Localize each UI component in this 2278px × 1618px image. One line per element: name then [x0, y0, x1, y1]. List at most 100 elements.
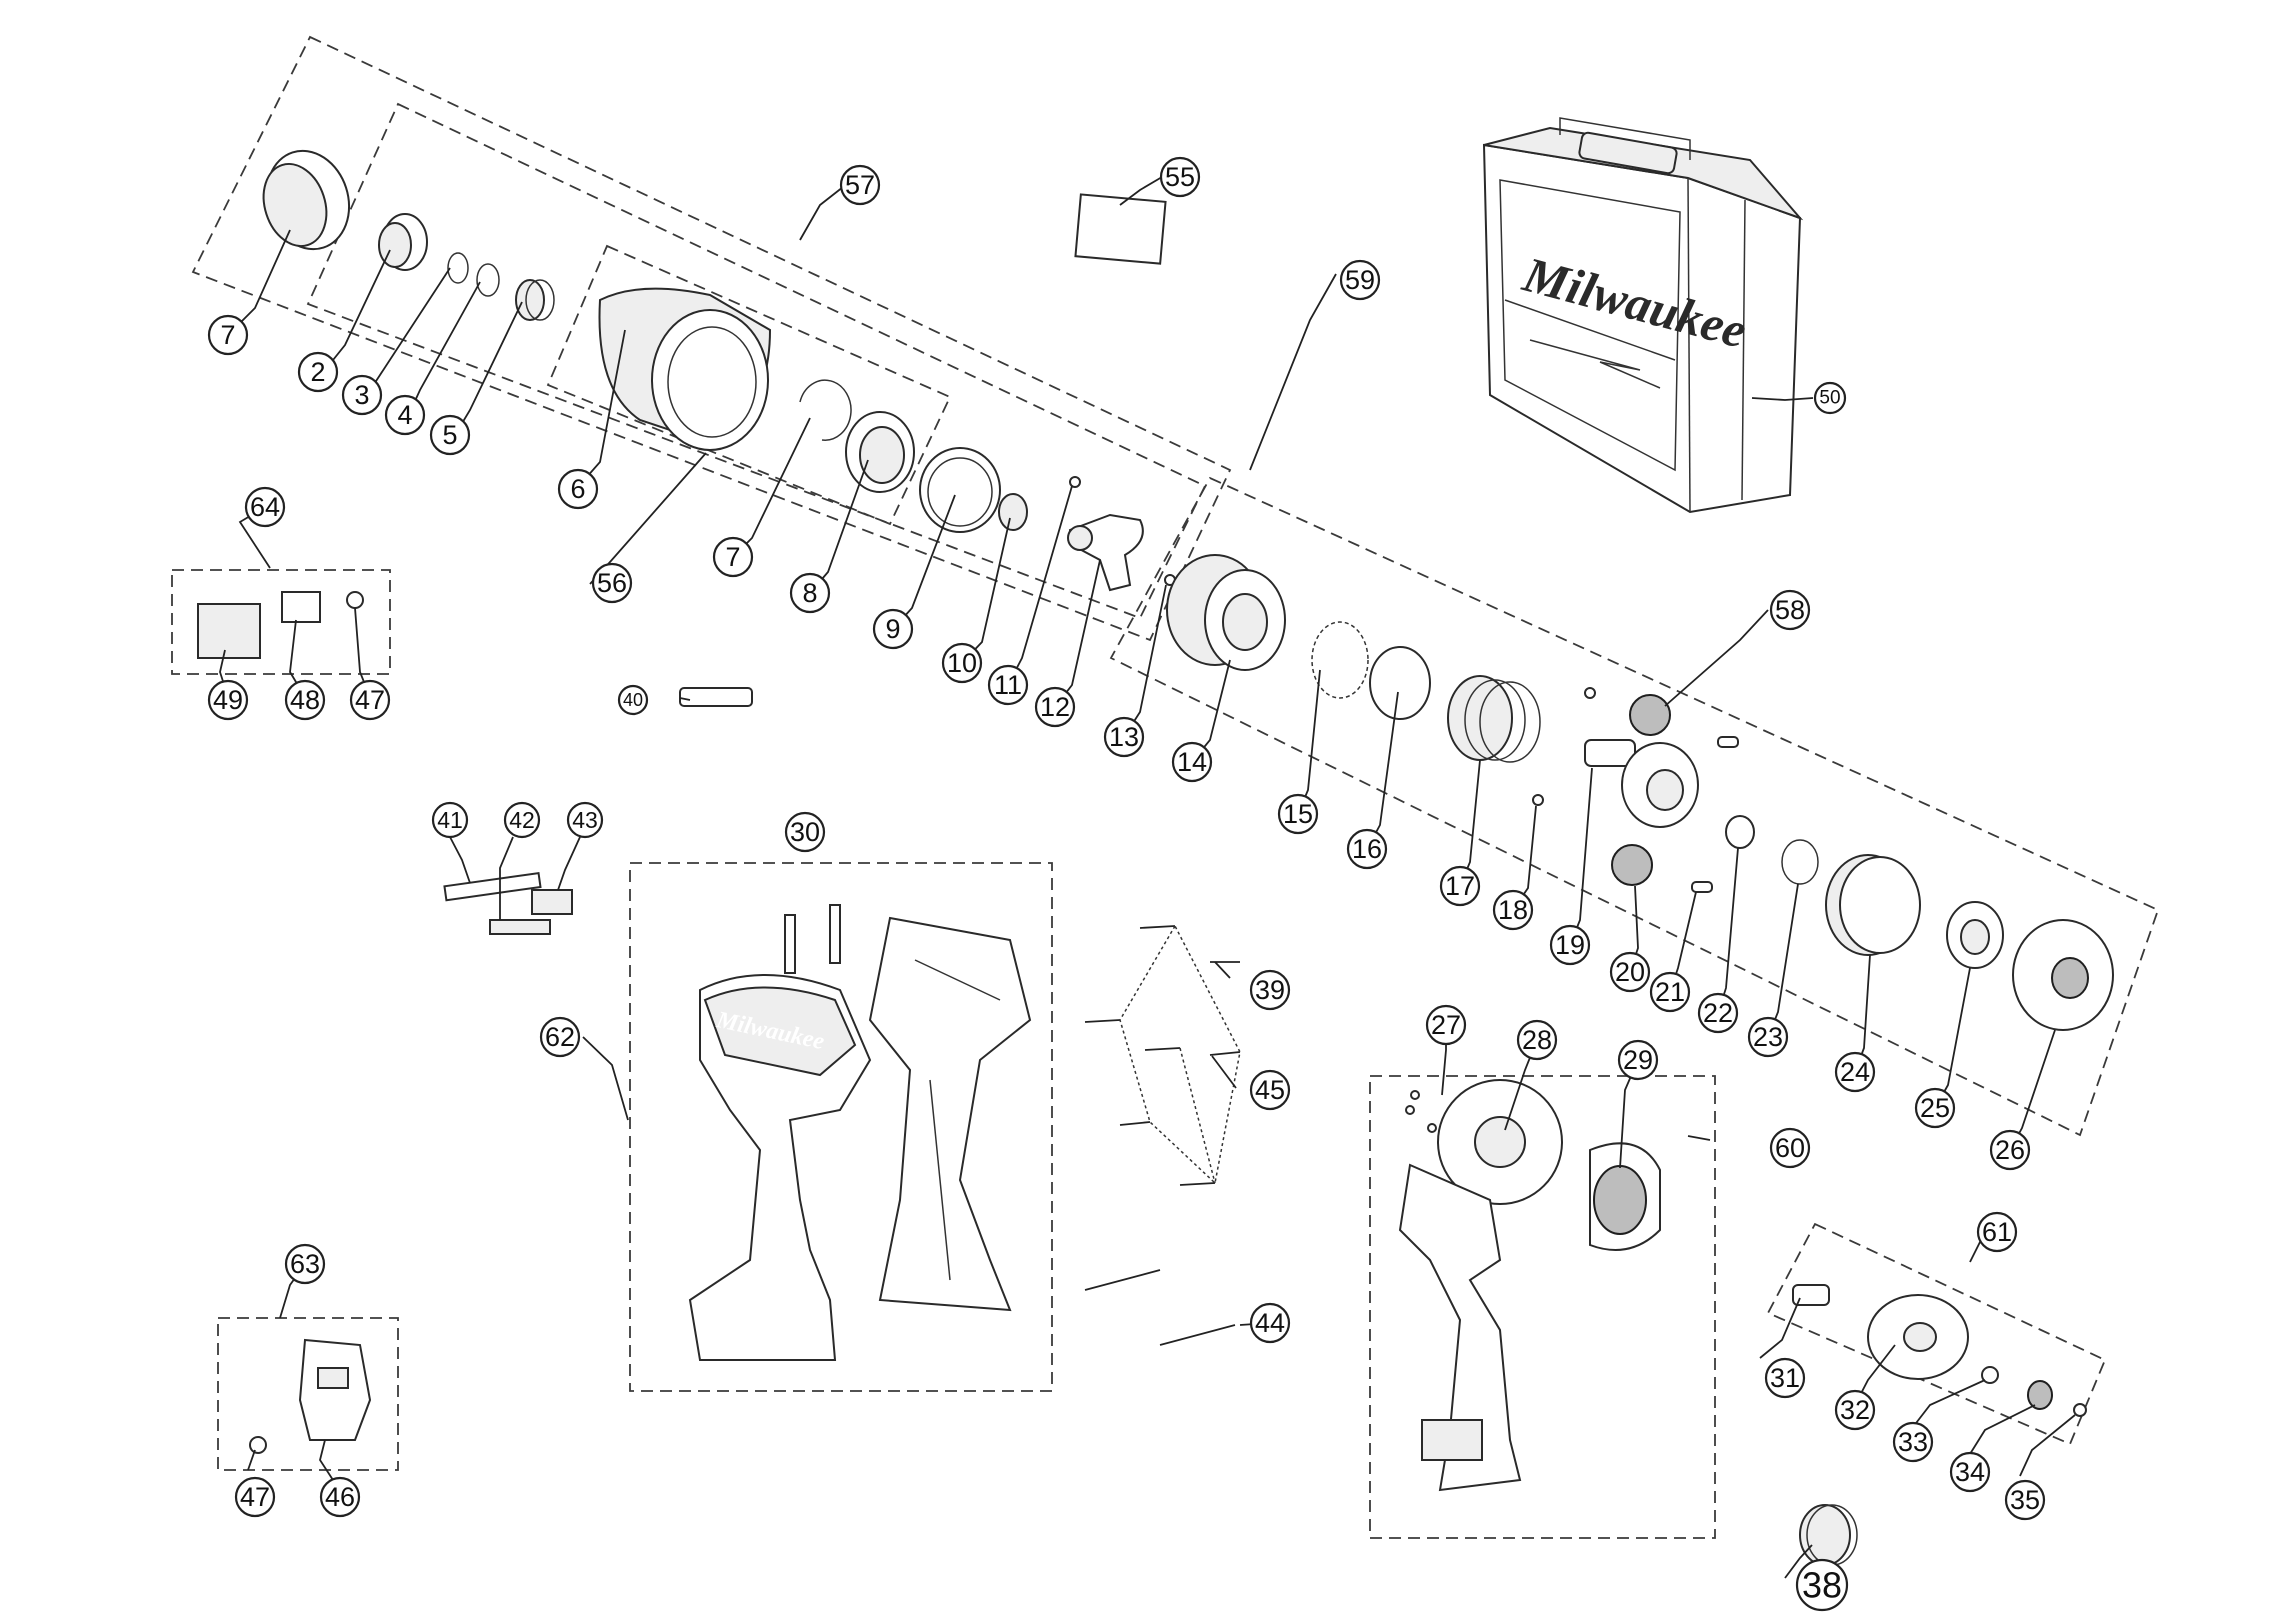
svg-text:13: 13: [1109, 722, 1139, 752]
callout-17: 17: [1439, 865, 1481, 907]
svg-text:40: 40: [623, 690, 643, 710]
callout-49: 49: [207, 679, 249, 721]
callout-9: 9: [872, 608, 914, 650]
svg-text:6: 6: [570, 474, 585, 504]
callout-33: 33: [1892, 1421, 1934, 1463]
svg-text:15: 15: [1283, 799, 1313, 829]
svg-text:23: 23: [1753, 1022, 1783, 1052]
callout-50: 50: [1813, 381, 1847, 415]
callout-20: 20: [1609, 951, 1651, 993]
svg-text:34: 34: [1955, 1457, 1985, 1487]
svg-text:8: 8: [802, 578, 817, 608]
callout-18: 18: [1492, 889, 1534, 931]
callout-41: 41: [431, 801, 469, 839]
callout-4: 4: [384, 394, 426, 436]
housing-outline: [629, 862, 1053, 1392]
callout-58: 58: [1769, 589, 1811, 631]
callout-40: 40: [617, 684, 649, 716]
callout-1: 7: [207, 314, 249, 356]
callout-16: 16: [1346, 828, 1388, 870]
callout-61: 61: [1976, 1211, 2018, 1253]
callout-64: 64: [244, 486, 286, 528]
callout-23: 23: [1747, 1016, 1789, 1058]
svg-text:21: 21: [1655, 977, 1685, 1007]
callout-2: 2: [297, 351, 339, 393]
screws: [1084, 925, 1241, 1346]
callout-46: 46: [319, 1476, 361, 1518]
svg-text:9: 9: [885, 614, 900, 644]
callout-27: 27: [1425, 1004, 1467, 1046]
svg-text:38: 38: [1802, 1565, 1842, 1606]
svg-text:43: 43: [572, 807, 598, 833]
housing-halves: Milwaukee: [688, 916, 1032, 1361]
callout-26: 26: [1989, 1129, 2031, 1171]
svg-text:24: 24: [1840, 1057, 1870, 1087]
svg-text:10: 10: [947, 648, 977, 678]
callout-28: 28: [1516, 1019, 1558, 1061]
svg-text:17: 17: [1445, 871, 1475, 901]
callout-12: 12: [1034, 686, 1076, 728]
callout-30: 30: [784, 811, 826, 853]
callout-55: 55: [1159, 156, 1201, 198]
svg-text:55: 55: [1165, 162, 1195, 192]
callout-48: 48: [284, 679, 326, 721]
battery-latch-parts: [249, 1338, 372, 1454]
svg-text:48: 48: [290, 685, 320, 715]
callout-56: 56: [591, 562, 633, 604]
svg-text:16: 16: [1352, 834, 1382, 864]
callout-29: 29: [1617, 1039, 1659, 1081]
svg-text:63: 63: [290, 1249, 320, 1279]
svg-text:11: 11: [994, 670, 1022, 700]
svg-text:2: 2: [310, 357, 325, 387]
carrying-case: Milwaukee: [1482, 117, 1804, 514]
svg-text:47: 47: [355, 685, 385, 715]
battery-latch-outline: [217, 1317, 399, 1471]
callout-59: 59: [1339, 259, 1381, 301]
callout-11: 11: [987, 664, 1029, 706]
svg-text:14: 14: [1177, 747, 1207, 777]
svg-text:22: 22: [1703, 998, 1733, 1028]
callout-15: 15: [1277, 793, 1319, 835]
svg-text:7: 7: [220, 320, 235, 350]
callout-7: 7: [712, 536, 754, 578]
callouts: 7 2 3 4 5 6 7 8 9 10 11 12 13 14 15 16 1…: [207, 156, 2046, 1612]
callout-57: 57: [839, 164, 881, 206]
callout-38: 38: [1795, 1558, 1849, 1612]
callout-43: 43: [566, 801, 604, 839]
front-parts: [197, 149, 2114, 1031]
svg-text:35: 35: [2010, 1485, 2040, 1515]
callout-47-bracket: 47: [349, 679, 391, 721]
svg-text:32: 32: [1840, 1395, 1870, 1425]
callout-63: 63: [284, 1243, 326, 1285]
svg-text:60: 60: [1775, 1133, 1805, 1163]
electronics-outline: [1369, 1075, 1716, 1539]
svg-text:5: 5: [442, 420, 457, 450]
svg-text:12: 12: [1040, 692, 1070, 722]
rotor-parts: [1792, 1284, 2087, 1566]
svg-text:49: 49: [213, 685, 243, 715]
callout-31: 31: [1764, 1357, 1806, 1399]
callout-19: 19: [1549, 924, 1591, 966]
callout-44: 44: [1249, 1302, 1291, 1344]
callout-60: 60: [1769, 1127, 1811, 1169]
callout-47-latch: 47: [234, 1476, 276, 1518]
callout-35: 35: [2004, 1479, 2046, 1521]
electronics: [1398, 1079, 1661, 1492]
svg-text:31: 31: [1770, 1363, 1800, 1393]
rotor-outline: [1766, 1222, 2107, 1446]
svg-text:3: 3: [354, 380, 369, 410]
svg-text:47: 47: [240, 1482, 270, 1512]
callout-5: 5: [429, 414, 471, 456]
callout-6: 6: [557, 468, 599, 510]
svg-text:44: 44: [1255, 1308, 1285, 1338]
svg-text:27: 27: [1431, 1010, 1461, 1040]
callout-45: 45: [1249, 1069, 1291, 1111]
callout-42: 42: [503, 801, 541, 839]
svg-text:59: 59: [1345, 265, 1375, 295]
svg-text:45: 45: [1255, 1075, 1285, 1105]
svg-text:4: 4: [397, 400, 412, 430]
svg-text:19: 19: [1555, 930, 1585, 960]
motor-assembly-outline: [1109, 476, 2160, 1137]
svg-text:57: 57: [845, 170, 875, 200]
